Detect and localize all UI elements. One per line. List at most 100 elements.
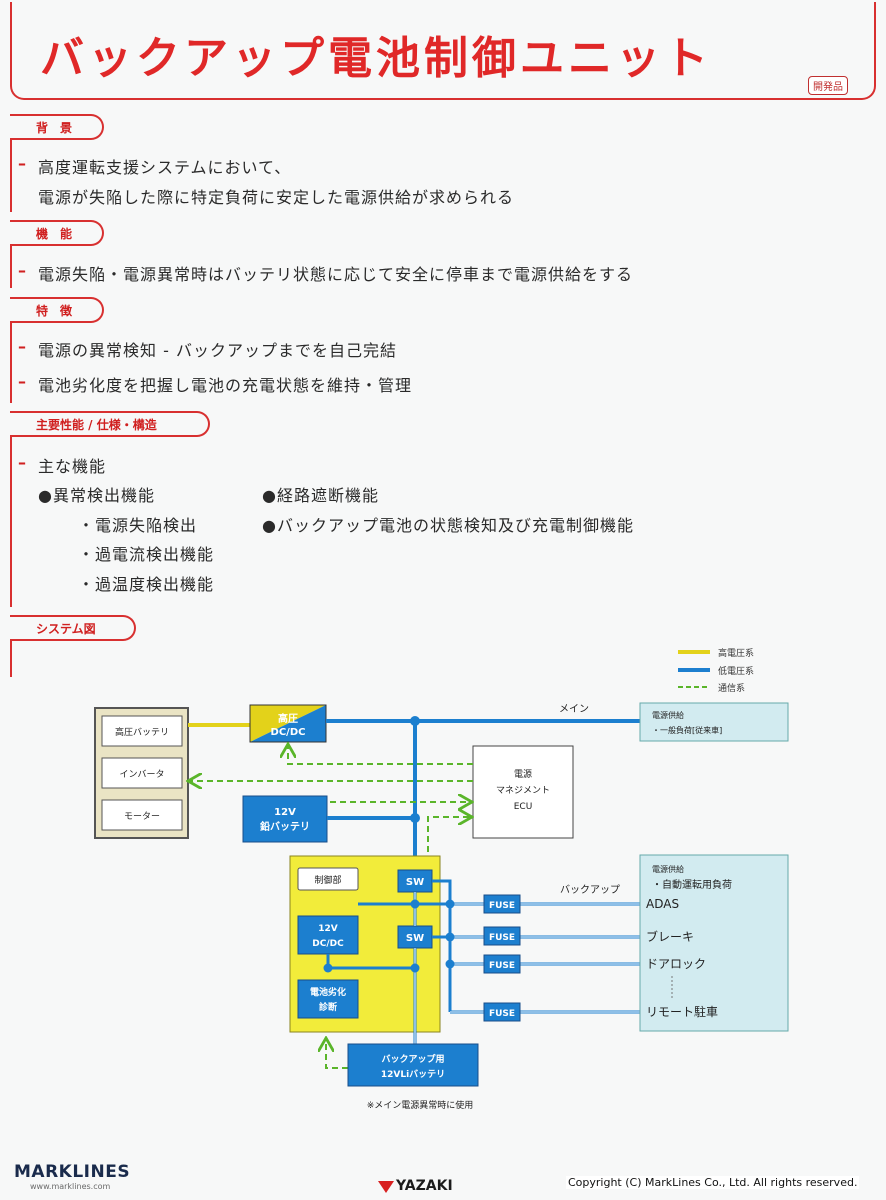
switch-1-label: SW (406, 877, 424, 888)
development-tag: 開発品 (808, 76, 848, 95)
specs-sub-item-3: ・過温度検出機能 (78, 575, 215, 594)
backup-note: ※メイン電源異常時に使用 (367, 1099, 474, 1111)
background-line-2: 電源が失陥した際に特定負荷に安定した電源供給が求められる (38, 188, 515, 207)
dcdc-main-label-1: 高圧 (278, 712, 298, 725)
dash-marker: – (18, 154, 26, 173)
section-rule-function (10, 246, 12, 288)
background-line-1: 高度運転支援システムにおいて、 (38, 158, 292, 177)
title-frame (10, 2, 876, 100)
page-title: バックアップ電池制御ユニット (40, 33, 712, 84)
load-adas: ADAS (646, 897, 679, 911)
section-rule-specs (10, 437, 12, 607)
motor-label: モーター (124, 811, 160, 822)
dcdc-unit-box (297, 915, 359, 955)
dcdc-unit-label-2: DC/DC (312, 939, 344, 949)
junction-dot (410, 716, 420, 726)
load-remote-parking: リモート駐車 (646, 1004, 718, 1019)
main-line-label: メイン (559, 704, 589, 715)
backup-battery-label-2: 12VLiバッテリ (381, 1069, 445, 1080)
control-section-label: 制御部 (314, 874, 341, 886)
section-rule-background (10, 140, 12, 212)
backup-line-label: バックアップ (560, 884, 620, 896)
specs-right-bullet-1: ●経路遮断機能 (262, 486, 379, 505)
junction-dot (445, 959, 455, 969)
copyright-notice: Copyright (C) MarkLines Co., Ltd. All ri… (566, 1176, 860, 1189)
backup-line-highlight (450, 903, 640, 1013)
features-line-2: 電池劣化度を把握し電池の充電状態を維持・管理 (38, 376, 413, 395)
yazaki-logo-icon (378, 1181, 394, 1193)
specs-main-label: 主な機能 (38, 457, 107, 476)
switch-2-label: SW (406, 933, 424, 944)
lead-battery-label-2: 鉛バッテリ (260, 820, 310, 833)
junction-dot (445, 932, 455, 942)
section-heading-function: 機 能 (10, 220, 104, 246)
ecu-label-3: ECU (514, 802, 533, 812)
dcdc-main-lv-half (250, 705, 326, 742)
ecu-label-2: マネジメント (496, 785, 550, 796)
fuse-doorlock (483, 954, 521, 974)
specs-right-bullet-2: ●バックアップ電池の状態検知及び充電制御機能 (262, 516, 634, 535)
section-heading-system: システム図 (10, 615, 136, 641)
diagnosis-box (297, 979, 359, 1019)
comm-lines (190, 746, 473, 1069)
diagnosis-label-2: 診断 (319, 1001, 337, 1013)
inverter-box (101, 757, 183, 789)
backup-battery-label-1: バックアップ用 (381, 1053, 444, 1065)
junction-dot (445, 899, 455, 909)
dash-marker: – (18, 372, 26, 391)
diagram-legend: 高電圧系 低電圧系 通信系 (678, 647, 754, 694)
section-rule-system (10, 641, 12, 677)
lead-battery-label-1: 12V (274, 807, 296, 818)
legend-label-comm: 通信系 (718, 682, 745, 694)
main-load-box (639, 702, 789, 742)
section-heading-features: 特 徴 (10, 297, 104, 323)
junction-dot (410, 813, 420, 823)
ecu-box (472, 745, 574, 839)
specs-sub-item-1: ・電源失陥検出 (78, 516, 198, 535)
dash-marker: – (18, 261, 26, 280)
fuse-label: FUSE (489, 1009, 515, 1019)
dash-marker: – (18, 337, 26, 356)
section-heading-specs: 主要性能 / 仕様・構造 (10, 411, 210, 437)
load-doorlock: ドアロック (646, 957, 706, 971)
legend-label-high: 高電圧系 (718, 647, 754, 659)
specs-left-bullet: ●異常検出機能 (38, 486, 155, 505)
specs-sub-item-2: ・過電流検出機能 (78, 545, 215, 564)
fuse-remote-parking (483, 1002, 521, 1022)
hv-battery-label: 高圧バッテリ (115, 726, 169, 738)
backup-load-title-2: ・自動運転用負荷 (652, 878, 732, 891)
legend-label-low: 低電圧系 (718, 665, 754, 677)
ecu-label-1: 電源 (514, 769, 532, 780)
yazaki-brand: YAZAKI (396, 1178, 453, 1194)
fuse-brake (483, 926, 521, 946)
hv-battery-box (101, 715, 183, 747)
load-brake: ブレーキ (646, 929, 694, 944)
lead-battery-box (242, 795, 328, 843)
marklines-logo: MARKLINES (14, 1162, 131, 1182)
dash-marker: – (18, 453, 26, 472)
fuse-label: FUSE (489, 901, 515, 911)
diagnosis-label-1: 電池劣化 (310, 986, 346, 998)
fuse-label: FUSE (489, 933, 515, 943)
main-load-label-2: ・一般負荷[従来車] (652, 725, 722, 735)
section-rule-features (10, 323, 12, 403)
backup-load-title-1: 電源供給 (652, 864, 684, 874)
section-heading-background: 背 景 (10, 114, 104, 140)
motor-box (101, 799, 183, 831)
main-load-label-1: 電源供給 (652, 710, 684, 720)
marklines-url: www.marklines.com (30, 1182, 111, 1191)
fuse-adas (483, 894, 521, 914)
fuse-label: FUSE (489, 961, 515, 971)
control-section-box (297, 867, 359, 891)
dcdc-main-label-2: DC/DC (271, 727, 306, 738)
backup-load-box (639, 854, 789, 1032)
dcdc-unit-label-1: 12V (318, 924, 338, 934)
backup-battery-box (347, 1043, 479, 1087)
junction-dot (410, 963, 420, 973)
inverter-label: インバータ (119, 769, 164, 780)
features-line-1: 電源の異常検知 - バックアップまでを自己完結 (38, 341, 397, 360)
junction-dot (323, 963, 333, 973)
function-line-1: 電源失陥・電源異常時はバッテリ状態に応じて安全に停車まで電源供給をする (38, 265, 634, 284)
